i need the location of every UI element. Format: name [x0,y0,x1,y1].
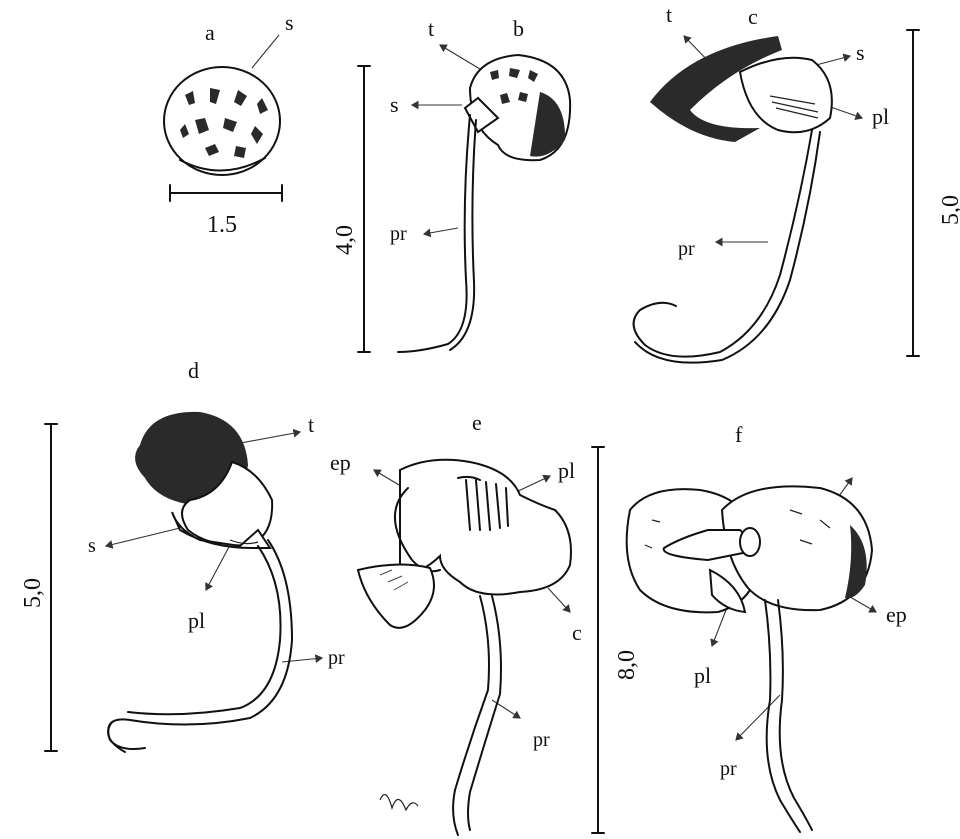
panel-e: e ep pl c pr [330,410,582,835]
panel-f-label-ep: ep [886,602,907,627]
panel-b: b t s pr 4,0 [332,16,570,352]
panel-f-label-pr: pr [720,758,737,780]
scale-bar-c [907,30,919,356]
panel-e-label-ep: ep [330,450,351,475]
panel-f-arrow-pl [712,610,726,646]
panel-e-label-c: c [572,620,582,645]
panel-f-label-pl: pl [694,663,711,688]
seedling-drawing-e [358,460,571,835]
panel-f-arrow-pr [736,695,780,740]
panel-d-label-s: s [88,535,96,557]
seedling-drawing-c [634,36,832,363]
panel-c-letter: c [748,4,758,29]
seed-drawing-a [164,67,280,175]
panel-b-arrow-t [440,45,485,72]
panel-a-label-s: s [285,10,294,35]
panel-d-letter: d [188,358,199,383]
panel-b-arrow-pr [424,228,458,234]
panel-d-arrow-pl [206,545,230,590]
panel-f-scale-label: 8,0 [614,650,640,680]
seedling-drawing-f [627,486,872,832]
panel-d-label-pr: pr [328,647,345,669]
panel-b-label-pr: pr [390,223,407,245]
panel-c-label-pl: pl [872,104,889,129]
panel-e-label-pl: pl [558,458,575,483]
panel-d-arrow-s [106,528,180,546]
panel-c: c t s pl pr 5,0 [634,2,960,363]
panel-c-label-t: t [666,2,672,27]
scale-bar-a [170,185,282,201]
panel-d-label-pl: pl [188,608,205,633]
panel-b-scale-label: 4,0 [332,225,358,255]
seedling-drawing-d [108,412,292,752]
scale-bar-f [592,447,604,833]
panel-a: a s 1.5 [164,10,294,238]
panel-e-arrow-c [548,588,570,612]
panel-d: d t s pl pr 5,0 [20,358,345,752]
panel-f-letter: f [735,422,743,447]
panel-d-label-t: t [308,412,314,437]
panel-b-letter: b [513,16,524,41]
panel-a-scale-label: 1.5 [207,212,237,238]
panel-e-label-pr: pr [533,729,550,751]
panel-b-label-s: s [390,92,399,117]
panel-d-scale-label: 5,0 [20,578,46,608]
scale-bar-d [45,424,57,751]
panel-f: f ep pl pr 8,0 [592,422,907,833]
panel-a-arrow-s [252,35,279,68]
panel-c-label-s: s [856,40,865,65]
panel-c-label-pr: pr [678,238,695,260]
panel-b-label-t: t [428,16,434,41]
panel-e-letter: e [472,410,482,435]
panel-d-arrow-pr [282,658,322,662]
scale-bar-b [358,66,370,352]
panel-c-scale-label: 5,0 [938,195,960,225]
panel-a-letter: a [205,20,215,45]
seedling-drawing-b [398,55,570,352]
